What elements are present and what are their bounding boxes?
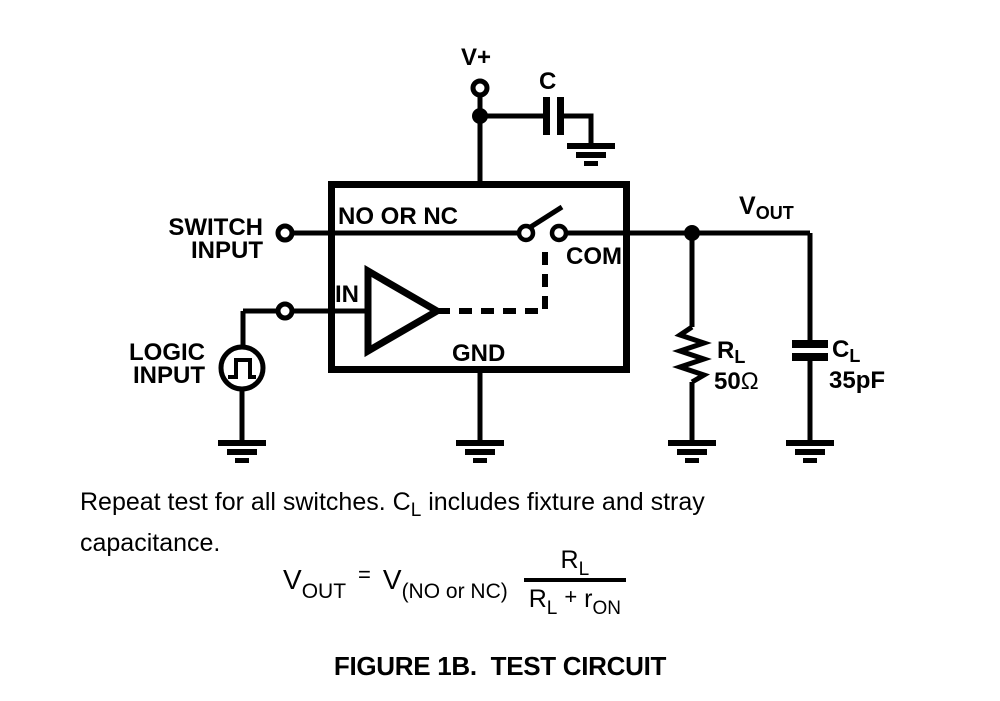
load-capacitor-symbol <box>786 233 834 463</box>
switch-input-label: SWITCH INPUT <box>120 214 263 264</box>
analog-switch-symbol <box>516 204 569 243</box>
resistor-zigzag-icon <box>672 324 712 385</box>
fraction-num-main: R <box>560 546 579 574</box>
logic-input-label-line2: INPUT <box>133 362 205 389</box>
buffer-triangle-icon <box>364 264 444 358</box>
fraction-den-ron: r <box>584 585 593 613</box>
pin-label-no-or-nc: NO OR NC <box>338 203 458 230</box>
pin-label-gnd: GND <box>452 340 506 367</box>
switch-contact <box>516 223 536 243</box>
formula-rhs: V(NO or NC) <box>382 564 508 603</box>
logic-input-label: LOGIC INPUT <box>80 339 205 389</box>
switch-lever <box>527 204 564 231</box>
fraction-den-plus: + <box>564 584 578 609</box>
fraction-den-r: R <box>528 585 547 613</box>
formula-rhs-main: V <box>382 564 402 595</box>
fraction-num-sub: L <box>578 559 590 580</box>
formula-vout: VOUT = V(NO or NC) RL RL + rON <box>283 538 626 622</box>
cl-ref-sub: L <box>849 346 861 366</box>
ground-symbol <box>456 440 504 463</box>
pulse-source-icon <box>218 344 266 392</box>
wire <box>564 113 594 143</box>
power-rail <box>470 78 544 184</box>
switch-input-path <box>275 223 518 243</box>
switch-input-label-line1: SWITCH <box>168 214 263 241</box>
note-line1-post: includes fixture and stray <box>421 488 705 516</box>
switch-contact <box>549 223 569 243</box>
fraction-denominator: RL + rON <box>523 578 626 619</box>
pin-label-in: IN <box>335 281 359 308</box>
vout-label-sub: OUT <box>755 203 794 223</box>
ground-symbol <box>218 440 266 463</box>
fraction-numerator: RL <box>547 546 604 580</box>
vout-label-main: V <box>739 192 756 220</box>
cl-ref-main: C <box>832 336 850 363</box>
load-resistor-ref: RL <box>717 337 746 367</box>
logic-input-path <box>218 301 367 463</box>
switch-input-terminal-icon <box>275 223 295 243</box>
ground-symbol <box>786 440 834 463</box>
rl-value-unit: Ω <box>740 368 759 395</box>
bypass-capacitor-symbol <box>543 97 616 166</box>
ground-symbol <box>567 143 615 166</box>
load-capacitor-ref: CL <box>832 336 861 366</box>
pin-label-com: COM <box>566 243 622 270</box>
note-line1-pre: Repeat test for all switches. C <box>80 488 411 516</box>
bypass-cap-label: C <box>539 68 557 95</box>
figure-caption: FIGURE 1B. TEST CIRCUIT <box>333 651 667 681</box>
note-line1-sub: L <box>410 500 422 521</box>
load-resistor-symbol <box>668 233 716 463</box>
gnd-pin <box>456 373 504 463</box>
load-resistor-value: 50Ω <box>714 370 759 394</box>
note-line1: Repeat test for all switches. CL include… <box>80 486 705 527</box>
logic-input-label-line1: LOGIC <box>129 339 205 366</box>
rl-ref-sub: L <box>734 347 746 367</box>
formula-rhs-sub: (NO or NC) <box>401 580 508 603</box>
load-capacitor-value: 35pF <box>829 367 886 394</box>
logic-input-terminal-icon <box>275 301 295 321</box>
switch-input-label-line2: INPUT <box>191 237 263 264</box>
note-text: Repeat test for all switches. CL include… <box>80 486 705 559</box>
formula-equals: = <box>358 562 371 587</box>
vout-label: VOUT <box>739 192 794 223</box>
vplus-label: V+ <box>461 44 492 71</box>
formula-lhs: VOUT <box>283 564 346 603</box>
formula-lhs-sub: OUT <box>301 580 347 603</box>
formula-fraction: RL RL + rON <box>523 546 626 619</box>
rl-value-number: 50 <box>714 368 741 395</box>
pulse-waveform-icon <box>228 358 256 379</box>
fraction-den-r-sub: L <box>546 598 558 619</box>
ground-symbol <box>668 440 716 463</box>
fraction-den-ron-sub: ON <box>592 598 621 619</box>
note-line2: capacitance. <box>80 529 221 557</box>
vplus-terminal-icon <box>470 78 490 98</box>
formula-lhs-main: V <box>283 564 302 595</box>
rl-ref-main: R <box>717 337 735 364</box>
